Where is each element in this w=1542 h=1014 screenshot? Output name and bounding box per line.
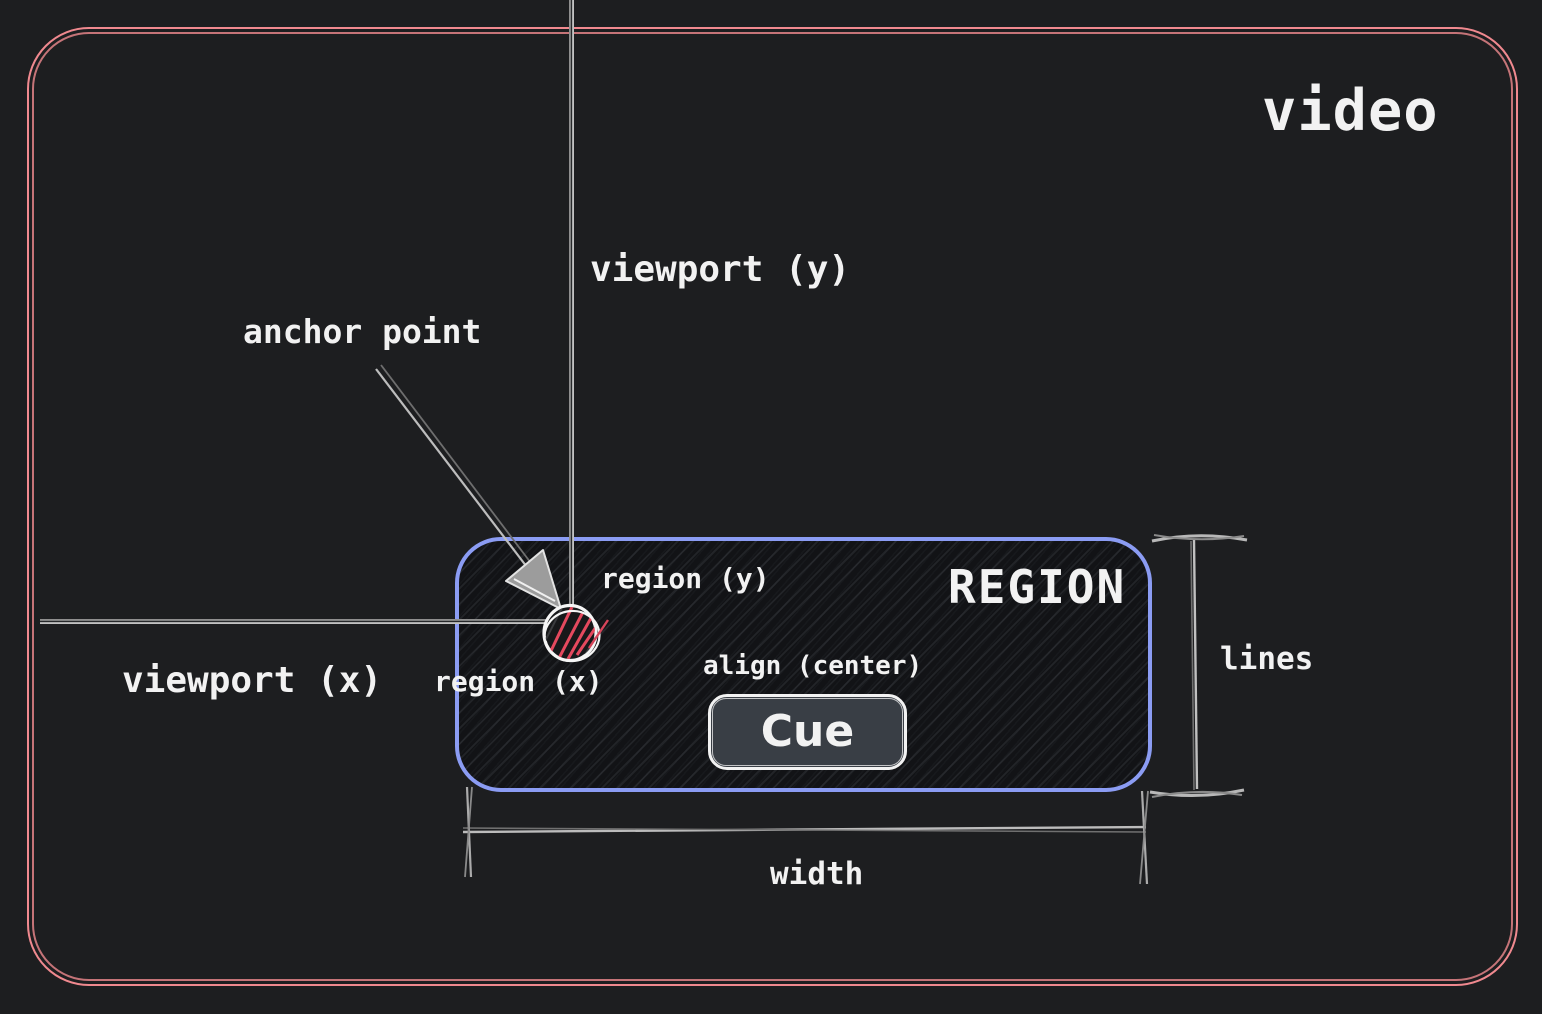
video-frame-inner-stroke bbox=[32, 32, 1513, 981]
video-label: video bbox=[1262, 78, 1439, 144]
region-title: REGION bbox=[948, 560, 1127, 614]
width-measure-label: width bbox=[770, 856, 864, 892]
viewport-x-label: viewport (x) bbox=[122, 660, 383, 701]
region-y-label: region (y) bbox=[601, 562, 770, 595]
cue-button-inner-stroke bbox=[712, 698, 903, 766]
anchor-point-label: anchor point bbox=[243, 312, 482, 351]
viewport-y-line bbox=[569, 0, 574, 614]
cue-label: Cue bbox=[760, 706, 855, 757]
viewport-y-label: viewport (y) bbox=[590, 249, 851, 290]
viewport-x-line bbox=[40, 619, 546, 624]
video-frame bbox=[27, 27, 1518, 986]
lines-measure-label: lines bbox=[1220, 641, 1314, 677]
region-x-label: region (x) bbox=[434, 665, 603, 698]
align-label: align (center) bbox=[703, 651, 923, 681]
cue-button: Cue bbox=[708, 694, 907, 770]
